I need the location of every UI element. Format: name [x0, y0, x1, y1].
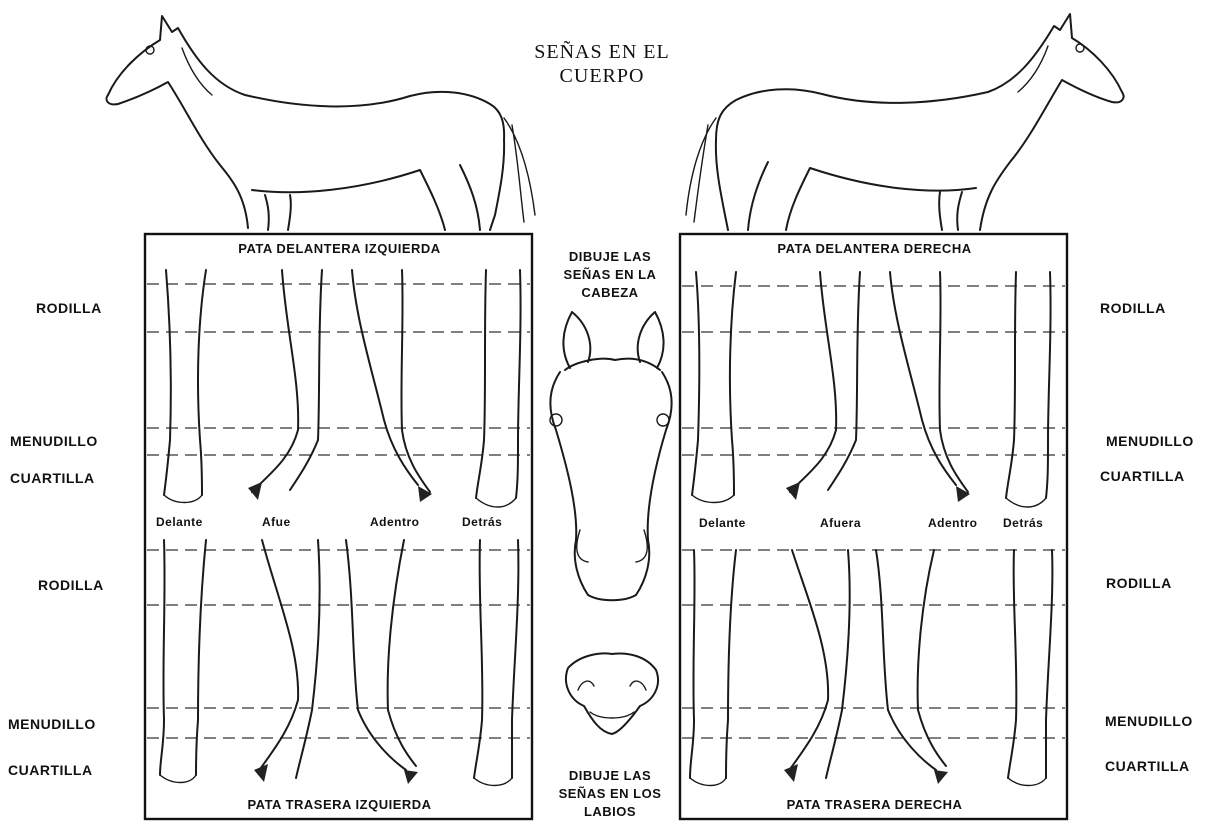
right-view-outside: Afuera — [820, 516, 861, 530]
right-view-inside: Adentro — [928, 516, 978, 530]
left-hind-title: PATA TRASERA IZQUIERDA — [147, 797, 532, 812]
left-guide-lines — [147, 284, 530, 738]
left-view-front: Delante — [156, 515, 203, 529]
right-front-knee-label: RODILLA — [1100, 300, 1166, 316]
right-front-fetlock-label: MENUDILLO — [1106, 433, 1194, 449]
right-view-back: Detrás — [1003, 516, 1043, 530]
right-hind-pastern-label: CUARTILLA — [1105, 758, 1190, 774]
left-front-fetlock-label: MENUDILLO — [10, 433, 98, 449]
head-instructions: DIBUJE LAS SEÑAS EN LA CABEZA — [550, 248, 670, 302]
left-view-inside: Adentro — [370, 515, 420, 529]
horse-right-icon — [686, 14, 1124, 230]
horse-head-icon — [550, 312, 672, 600]
right-front-legs — [692, 272, 1051, 507]
right-guide-lines — [682, 286, 1065, 738]
left-front-legs — [164, 270, 521, 507]
right-hind-fetlock-label: MENUDILLO — [1105, 713, 1193, 729]
left-view-outside: Afue — [262, 515, 291, 529]
lips-instructions: DIBUJE LAS SEÑAS EN LOS LABIOS — [550, 767, 670, 821]
left-front-knee-label: RODILLA — [36, 300, 102, 316]
left-hind-knee-label: RODILLA — [38, 577, 104, 593]
right-view-front: Delante — [699, 516, 746, 530]
left-hind-fetlock-label: MENUDILLO — [8, 716, 96, 732]
right-hind-knee-label: RODILLA — [1106, 575, 1172, 591]
right-hind-legs — [690, 550, 1052, 786]
left-hind-legs — [160, 540, 518, 786]
left-hind-pastern-label: CUARTILLA — [8, 762, 93, 778]
horse-lips-icon — [566, 653, 658, 734]
left-front-title: PATA DELANTERA IZQUIERDA — [147, 241, 532, 256]
right-front-pastern-label: CUARTILLA — [1100, 468, 1185, 484]
right-hind-title: PATA TRASERA DERECHA — [682, 797, 1067, 812]
left-view-back: Detrás — [462, 515, 502, 529]
right-front-title: PATA DELANTERA DERECHA — [682, 241, 1067, 256]
horse-left-icon — [106, 16, 535, 230]
page-title: SEÑAS EN EL CUERPO — [522, 40, 682, 88]
left-front-pastern-label: CUARTILLA — [10, 470, 95, 486]
